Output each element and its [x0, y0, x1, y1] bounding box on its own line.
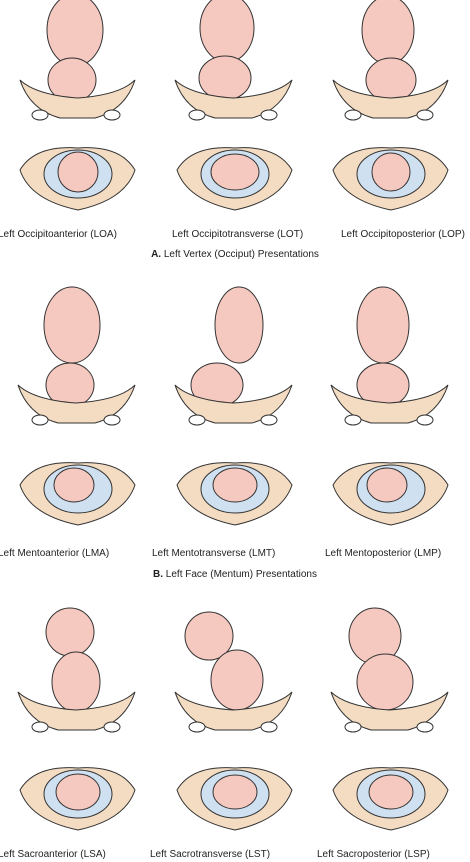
- panel-lma: Left Mentoanterior (LMA): [0, 285, 157, 559]
- fetus-pelvis-side-illustration: [17, 607, 136, 733]
- caption-loa: Left Occipitoanterior (LOA): [0, 229, 117, 240]
- pelvis-top-view-illustration: [332, 147, 449, 211]
- fetus-pelvis-side-illustration: [174, 0, 293, 121]
- pelvis-top-view-illustration: [176, 462, 293, 526]
- pelvis-top-view-illustration: [332, 462, 449, 526]
- pelvis-top-view-illustration: [332, 767, 449, 831]
- panel-lot: Left Occipitotransverse (LOT): [157, 0, 313, 250]
- fetus-pelvis-side-illustration: [174, 611, 293, 733]
- fetus-pelvis-side-illustration: [174, 286, 293, 426]
- pelvis-top-view-illustration: [19, 147, 136, 211]
- section-b-title: B. Left Face (Mentum) Presentations: [153, 569, 317, 580]
- panel-loa: Left Occipitoanterior (LOA): [0, 0, 157, 250]
- section-a-title: A. Left Vertex (Occiput) Presentations: [151, 249, 319, 260]
- caption-lot: Left Occipitotransverse (LOT): [172, 229, 304, 240]
- panel-lsp: Left Sacroposterior (LSP): [313, 600, 470, 862]
- caption-lop: Left Occipitoposterior (LOP): [341, 229, 465, 240]
- panel-lst: Left Sacrotransverse (LST): [150, 600, 313, 862]
- fetus-pelvis-side-illustration: [330, 607, 449, 733]
- panel-lmt: Left Mentotransverse (LMT): [152, 285, 313, 559]
- pelvis-top-view-illustration: [19, 767, 136, 831]
- fetus-pelvis-side-illustration: [17, 286, 136, 426]
- panel-lmp: Left Mentoposterior (LMP): [313, 285, 470, 559]
- caption-lmp: Left Mentoposterior (LMP): [325, 548, 442, 559]
- panel-lsa: Left Sacroanterior (LSA): [0, 600, 157, 862]
- pelvis-top-view-illustration: [19, 462, 136, 526]
- pelvis-top-view-illustration: [176, 147, 293, 211]
- caption-lst: Left Sacrotransverse (LST): [150, 849, 271, 860]
- caption-lsp: Left Sacroposterior (LSP): [317, 849, 430, 860]
- fetus-pelvis-side-illustration: [19, 0, 136, 121]
- pelvis-top-view-illustration: [176, 767, 293, 831]
- fetus-pelvis-side-illustration: [332, 0, 449, 121]
- caption-lsa: Left Sacroanterior (LSA): [0, 849, 106, 860]
- panel-lop: Left Occipitoposterior (LOP): [313, 0, 470, 250]
- caption-lmt: Left Mentotransverse (LMT): [152, 548, 276, 559]
- fetus-pelvis-side-illustration: [330, 286, 449, 426]
- caption-lma: Left Mentoanterior (LMA): [0, 548, 110, 559]
